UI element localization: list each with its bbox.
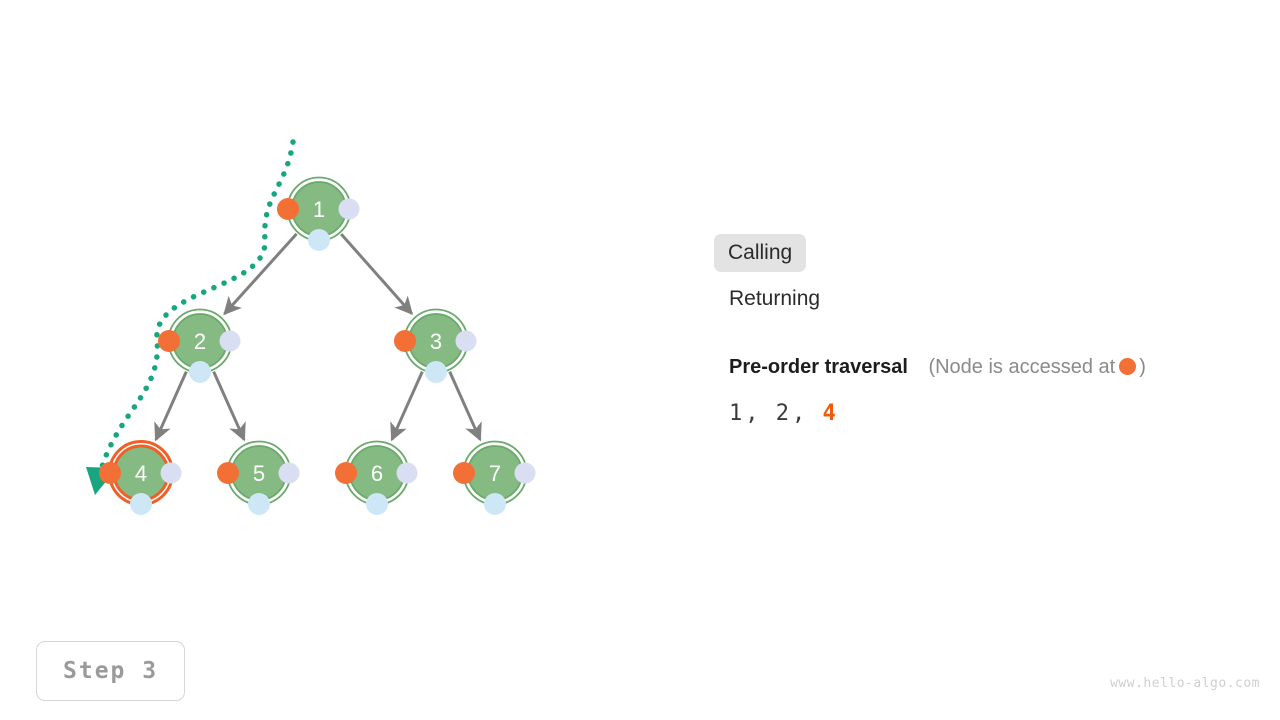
- node-right-dot-icon: [160, 462, 182, 484]
- status-panel: Calling Returning Pre-order traversal (N…: [714, 234, 1254, 426]
- node-right-dot-icon: [455, 330, 477, 352]
- node-value-label: 4: [135, 461, 147, 486]
- tree-node-6[interactable]: 6: [335, 440, 418, 516]
- node-access-dot-icon: [99, 462, 121, 484]
- access-dot-icon: [1119, 358, 1137, 375]
- node-access-dot-icon: [158, 330, 180, 352]
- tree-edges: [154, 232, 482, 442]
- node-value-label: 7: [489, 461, 501, 486]
- node-value-label: 2: [194, 329, 206, 354]
- tree-edge: [448, 370, 482, 442]
- node-right-dot-icon: [338, 198, 360, 220]
- recursion-path-line: [98, 139, 296, 473]
- node-bottom-dot-icon: [425, 361, 447, 383]
- node-right-dot-icon: [396, 462, 418, 484]
- node-access-dot-icon: [453, 462, 475, 484]
- node-right-dot-icon: [278, 462, 300, 484]
- tree-node-5[interactable]: 5: [217, 440, 300, 516]
- traversal-separator: ,: [745, 401, 774, 426]
- traversal-token: 2: [775, 401, 790, 426]
- state-calling-chip[interactable]: Calling: [714, 234, 807, 272]
- state-returning-chip[interactable]: Returning: [729, 287, 821, 310]
- node-bottom-dot-icon: [248, 493, 270, 515]
- tree-nodes: 1 2 3 4 5 6 7: [99, 176, 536, 516]
- node-access-dot-icon: [277, 198, 299, 220]
- traversal-note: (Node is accessed at): [928, 356, 1145, 379]
- node-value-label: 1: [313, 197, 325, 222]
- traversal-note-suffix: ): [1139, 356, 1146, 378]
- traversal-separator: ,: [792, 401, 821, 426]
- node-value-label: 5: [253, 461, 265, 486]
- node-right-dot-icon: [514, 462, 536, 484]
- tree-node-1[interactable]: 1: [277, 176, 360, 252]
- tree-node-4[interactable]: 4: [99, 440, 182, 516]
- traversal-token: 1: [729, 401, 744, 426]
- state-calling-row: Calling: [714, 234, 1254, 272]
- node-value-label: 6: [371, 461, 383, 486]
- traversal-note-prefix: (Node is accessed at: [928, 356, 1116, 378]
- node-access-dot-icon: [217, 462, 239, 484]
- tree-node-2[interactable]: 2: [158, 308, 241, 384]
- tree-node-7[interactable]: 7: [453, 440, 536, 516]
- node-access-dot-icon: [394, 330, 416, 352]
- binary-tree-diagram: 1 2 3 4 5 6 7: [86, 139, 536, 516]
- node-bottom-dot-icon: [366, 493, 388, 515]
- tree-edge: [340, 233, 413, 316]
- traversal-sequence: 1, 2, 4: [714, 401, 1254, 426]
- traversal-token: 4: [822, 401, 837, 426]
- tree-edge: [154, 370, 188, 442]
- step-badge: Step 3: [36, 641, 186, 701]
- node-bottom-dot-icon: [130, 493, 152, 515]
- tree-edge: [390, 370, 424, 442]
- state-returning-row: Returning: [714, 272, 1254, 318]
- node-bottom-dot-icon: [484, 493, 506, 515]
- traversal-heading: Pre-order traversal: [729, 356, 908, 378]
- node-bottom-dot-icon: [189, 361, 211, 383]
- node-access-dot-icon: [335, 462, 357, 484]
- watermark: www.hello-algo.com: [1110, 676, 1260, 691]
- tree-edge: [223, 232, 298, 316]
- traversal-legend: Pre-order traversal (Node is accessed at…: [714, 356, 1254, 379]
- tree-node-3[interactable]: 3: [394, 308, 477, 384]
- node-value-label: 3: [430, 329, 442, 354]
- node-right-dot-icon: [219, 330, 241, 352]
- node-bottom-dot-icon: [308, 229, 330, 251]
- tree-edge: [212, 370, 246, 442]
